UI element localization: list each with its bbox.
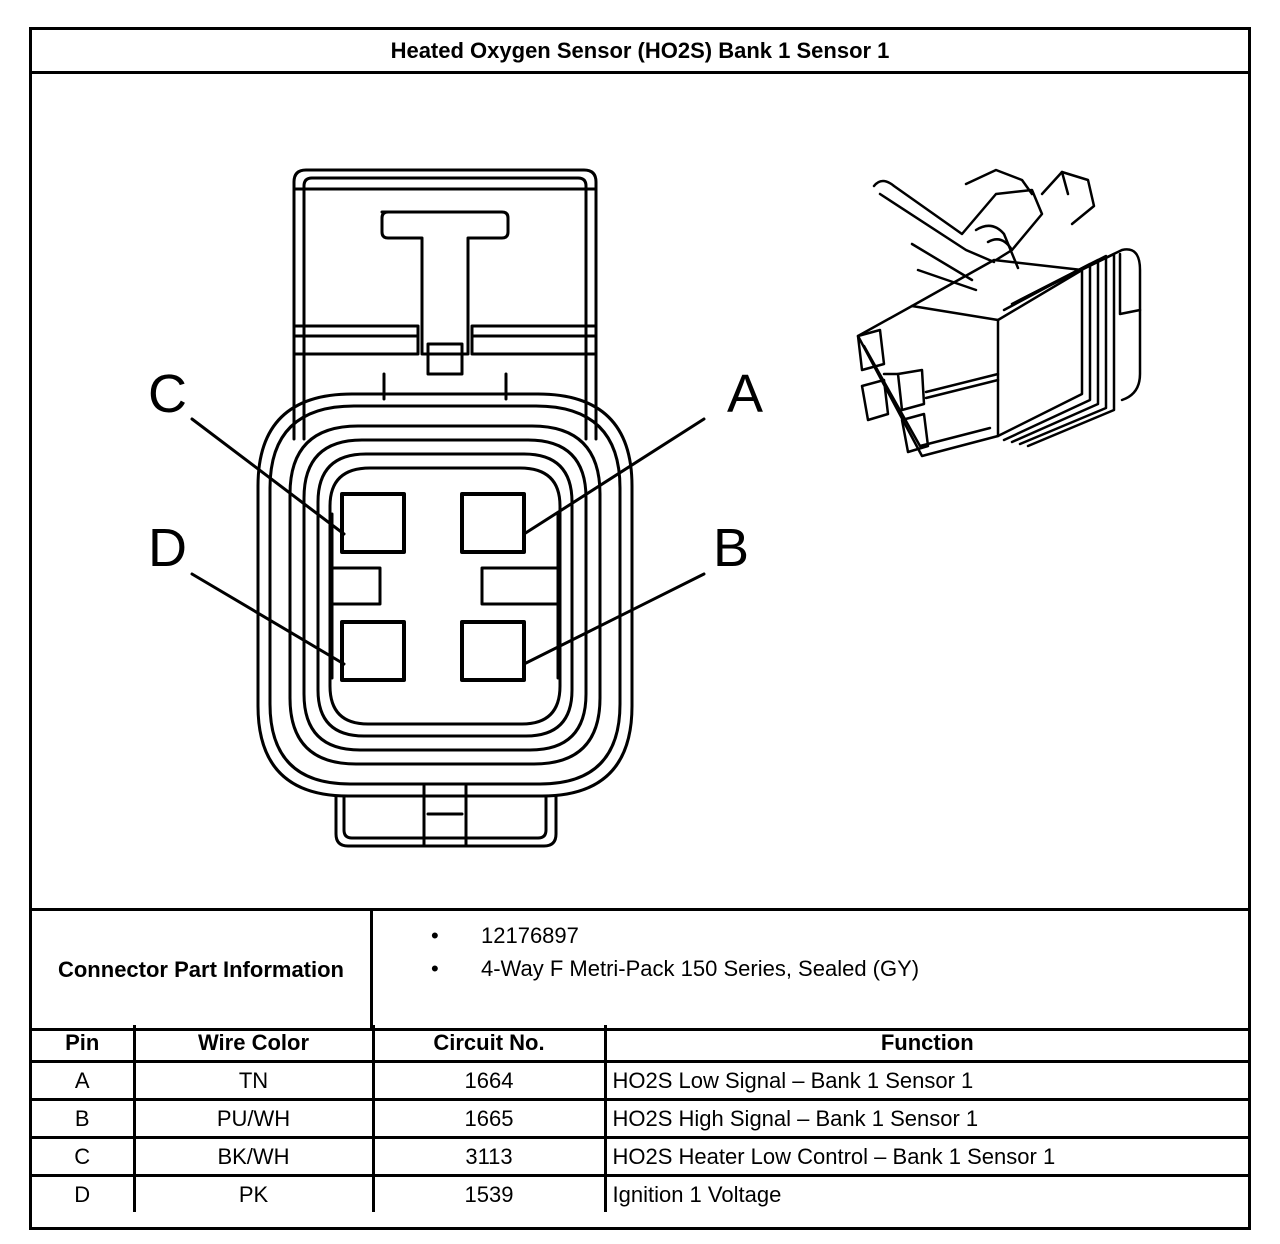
function-cell: HO2S Low Signal – Bank 1 Sensor 1 [603,1060,1248,1101]
connector-description: 4-Way F Metri-Pack 150 Series, Sealed (G… [373,952,1248,985]
connector-isometric-view-icon [856,168,1142,458]
table-row: A TN 1664 HO2S Low Signal – Bank 1 Senso… [32,1060,1248,1101]
function-cell: HO2S Heater Low Control – Bank 1 Sensor … [603,1136,1248,1177]
connector-face-view-icon [190,168,706,848]
header-wire-color: Wire Color [132,1025,375,1063]
pin-label-c: C [148,364,187,424]
connector-part-information: Connector Part Information 12176897 4-Wa… [32,908,1248,1031]
pin-label-a: A [727,364,763,424]
function-cell: Ignition 1 Voltage [603,1174,1248,1212]
pin-table-header: Pin Wire Color Circuit No. Function [32,1025,1248,1063]
pin-label-b: B [713,518,749,578]
table-row: D PK 1539 Ignition 1 Voltage [32,1174,1248,1212]
pin-cell: C [32,1136,136,1177]
table-row: B PU/WH 1665 HO2S High Signal – Bank 1 S… [32,1098,1248,1139]
table-row: C BK/WH 3113 HO2S Heater Low Control – B… [32,1136,1248,1177]
function-cell: HO2S High Signal – Bank 1 Sensor 1 [603,1098,1248,1139]
pin-cell: D [32,1174,136,1212]
header-circuit-no: Circuit No. [371,1025,607,1063]
wire-color-cell: PU/WH [132,1098,375,1139]
circuit-cell: 3113 [371,1136,607,1177]
header-function: Function [603,1025,1248,1063]
circuit-cell: 1665 [371,1098,607,1139]
connector-info-label: Connector Part Information [32,911,373,1028]
pin-table: Pin Wire Color Circuit No. Function A TN… [32,1025,1248,1212]
pin-label-d: D [148,518,187,578]
page-title: Heated Oxygen Sensor (HO2S) Bank 1 Senso… [32,30,1248,74]
connector-sheet: Heated Oxygen Sensor (HO2S) Bank 1 Senso… [29,27,1251,1230]
wire-color-cell: PK [132,1174,375,1212]
wire-color-cell: BK/WH [132,1136,375,1177]
pin-cell: A [32,1060,136,1101]
wire-color-cell: TN [132,1060,375,1101]
connector-info-list: 12176897 4-Way F Metri-Pack 150 Series, … [373,911,1248,1036]
pin-cell: B [32,1098,136,1139]
connector-diagram: A B C D [32,74,1248,908]
circuit-cell: 1664 [371,1060,607,1101]
circuit-cell: 1539 [371,1174,607,1212]
header-pin: Pin [32,1025,136,1063]
part-number: 12176897 [373,919,1248,952]
